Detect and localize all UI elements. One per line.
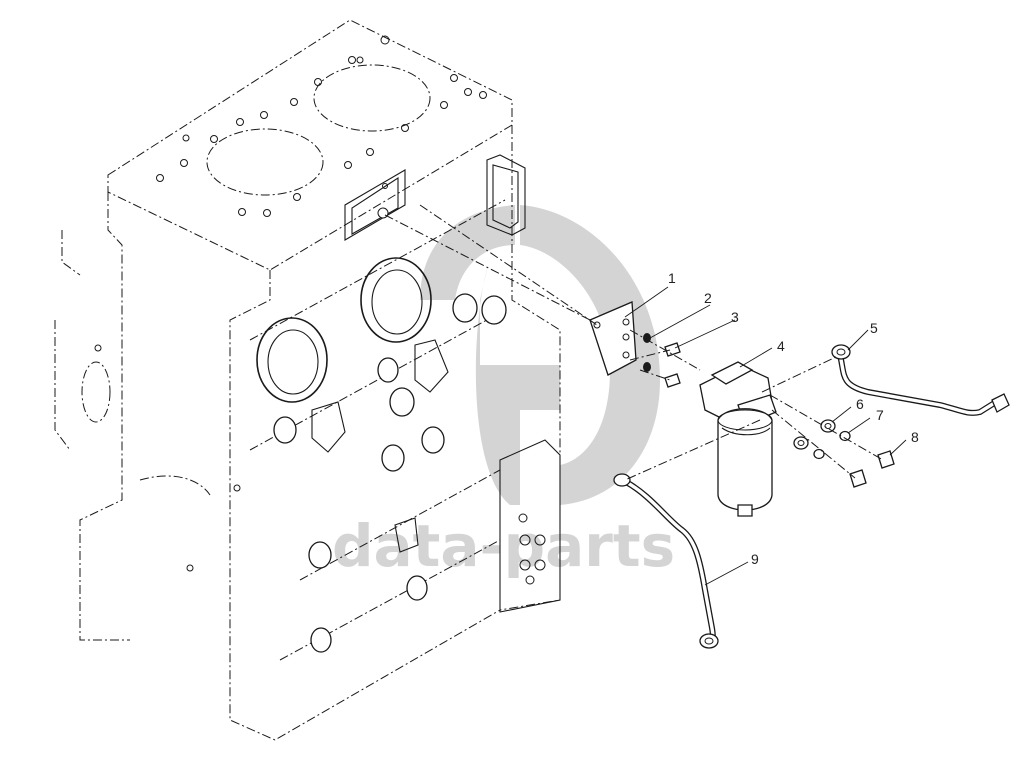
part-6-sealing-washers (793, 419, 836, 450)
callout-4: 4 (777, 338, 785, 354)
part-2-washers (643, 333, 651, 372)
part-4-fuel-filter (699, 361, 777, 517)
watermark-text: data-parts (332, 512, 675, 580)
callout-7: 7 (876, 407, 884, 423)
callout-8: 8 (911, 429, 919, 445)
part-5-fuel-line (831, 344, 1010, 416)
callout-numbers: 1 2 3 4 5 6 7 8 9 (668, 270, 919, 567)
callout-9: 9 (751, 551, 759, 567)
part-1-bracket-plate (589, 301, 637, 376)
engine-block (54, 19, 561, 741)
callout-leaders (624, 286, 907, 586)
part-8-banjo-bolts (849, 450, 895, 488)
callout-1: 1 (668, 270, 676, 286)
assembly-lines (384, 204, 884, 481)
callout-5: 5 (870, 320, 878, 336)
callout-6: 6 (856, 396, 864, 412)
callout-3: 3 (731, 309, 739, 325)
part-7-sealing-washers (813, 430, 851, 460)
watermark-logo (420, 205, 660, 505)
part-3-bolts (664, 342, 681, 388)
part-9-fuel-line (613, 473, 719, 649)
callout-2: 2 (704, 290, 712, 306)
